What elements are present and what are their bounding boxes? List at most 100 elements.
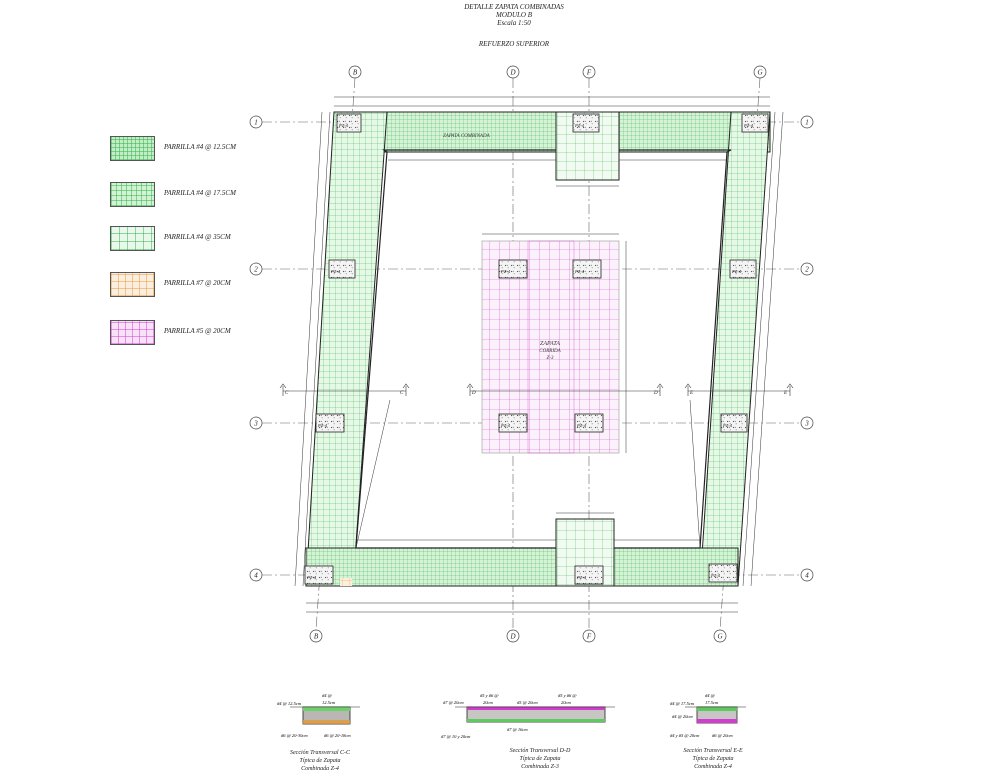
bottom-left-orange bbox=[340, 578, 352, 586]
section-dd-line2: Típica de Zapata bbox=[519, 756, 561, 762]
column-axis-g-bottom: G bbox=[713, 629, 727, 643]
right-band bbox=[699, 111, 771, 587]
footing-pad-tag: PZ-4 bbox=[317, 423, 328, 428]
legend-swatch-grid-35 bbox=[110, 226, 155, 251]
section-cut-label: E bbox=[689, 391, 693, 396]
axis-bubble-label: 1 bbox=[805, 119, 809, 127]
row-axis-4-left: 4 bbox=[249, 568, 263, 582]
footing-pad-tag: PZ-4 bbox=[576, 423, 587, 428]
section-cc-title: Sección Transversal C-C bbox=[290, 750, 350, 756]
axis-bubble-label: F bbox=[586, 69, 592, 77]
legend-label: PARRILLA #4 @ 35CM bbox=[164, 233, 231, 241]
column-axis-f-top: F bbox=[582, 65, 596, 79]
axis-bubble-label: 2 bbox=[254, 266, 258, 274]
central-footing-label-2: CORRIDA bbox=[539, 349, 561, 354]
footing-pad: PZ-4 bbox=[572, 113, 600, 133]
footing-pad: PZ-4 bbox=[729, 259, 757, 279]
bottom-band bbox=[305, 547, 739, 587]
legend-swatch-grid-5-20 bbox=[110, 320, 155, 345]
axis-bubble-label: B bbox=[353, 69, 358, 77]
row-axis-1-right: 1 bbox=[800, 115, 814, 129]
footing-pad-tag: PZ-4 bbox=[743, 123, 754, 128]
reinforcement-subtitle: REFUERZO SUPERIOR bbox=[478, 40, 550, 48]
central-footing-label-3: Z-3 bbox=[547, 356, 554, 361]
section-cc-line2: Típica de Zapata bbox=[299, 758, 341, 764]
row-axis-2-right: 2 bbox=[800, 262, 814, 276]
section-cc-line3: Combinada Z-4 bbox=[301, 766, 339, 772]
legend-swatch-grid-12-5 bbox=[110, 136, 155, 161]
central-footing-label-1: ZAPATA bbox=[540, 341, 560, 347]
axis-bubble-label: G bbox=[757, 69, 762, 77]
section-ee-title: Sección Transversal E-E bbox=[683, 748, 743, 754]
axis-bubble-label: 4 bbox=[805, 572, 809, 580]
row-axis-3-left: 3 bbox=[249, 416, 263, 430]
section-cut-label: C bbox=[400, 391, 404, 396]
column-axis-b-top: B bbox=[348, 65, 362, 79]
footing-pad-tag: PZ-4 bbox=[500, 423, 511, 428]
legend-label: PARRILLA #4 @ 12.5CM bbox=[164, 143, 236, 151]
row-axis-2-left: 2 bbox=[249, 262, 263, 276]
axis-bubble-label: 3 bbox=[804, 420, 809, 428]
footing-pad-tag: PZ-4 bbox=[500, 269, 511, 274]
footing-pad: PZ-4 bbox=[708, 563, 738, 583]
row-axis-3-right: 3 bbox=[800, 416, 814, 430]
section-cut-label: D bbox=[471, 391, 476, 396]
axis-bubble-label: 4 bbox=[254, 572, 258, 580]
section-cut-label: E bbox=[783, 391, 787, 396]
legend-label: PARRILLA #5 @ 20CM bbox=[164, 327, 231, 335]
footing-pad: PZ-4 bbox=[328, 259, 356, 279]
footing-pad-tag: PZ-4 bbox=[731, 269, 742, 274]
drawing-title: DETALLE ZAPATA COMBINADAS bbox=[464, 3, 564, 11]
column-axis-d-bottom: D bbox=[506, 629, 520, 643]
column-axis-f-bottom: F bbox=[582, 629, 596, 643]
axis-bubble-label: D bbox=[509, 69, 515, 77]
section-dd-title: Sección Transversal D-D bbox=[509, 748, 571, 754]
footing-pad: PZ-4 bbox=[574, 565, 604, 585]
column-axis-d-top: D bbox=[506, 65, 520, 79]
legend-item: PARRILLA #4 @ 12.5CM bbox=[110, 136, 410, 161]
axis-bubble-label: F bbox=[586, 633, 592, 641]
footing-pad: PZ-4 bbox=[572, 259, 602, 279]
legend-item: PARRILLA #5 @ 20CM bbox=[110, 320, 410, 345]
footing-pad: PZ-4 bbox=[741, 113, 769, 133]
axis-bubble-label: D bbox=[509, 633, 515, 641]
footing-pad-tag: PZ-4 bbox=[330, 269, 341, 274]
legend-label: PARRILLA #4 @ 17.5CM bbox=[164, 189, 236, 197]
footing-pad-tag: PZ-4 bbox=[574, 269, 585, 274]
legend-swatch-grid-17-5 bbox=[110, 182, 155, 207]
row-axis-4-right: 4 bbox=[800, 568, 814, 582]
legend-item: PARRILLA #4 @ 17.5CM bbox=[110, 182, 410, 207]
footing-pad-tag: PZ-4 bbox=[722, 423, 733, 428]
scale-label: Escala 1:50 bbox=[497, 19, 531, 27]
footing-pad: PZ-4 bbox=[336, 113, 362, 133]
footing-pad: PZ-4 bbox=[315, 413, 345, 433]
footing-pad-tag: PZ-4 bbox=[574, 123, 585, 128]
section-ee-line2: Típica de Zapata bbox=[692, 756, 734, 762]
footing-pad: PZ-4 bbox=[498, 259, 528, 279]
footing-pad: PZ-4 bbox=[304, 565, 334, 585]
legend-item: PARRILLA #7 @ 20CM bbox=[110, 272, 410, 297]
section-dd-line3: Combinada Z-3 bbox=[521, 764, 559, 770]
footing-pad-tag: PZ-4 bbox=[306, 575, 317, 580]
column-axis-g-top: G bbox=[753, 65, 767, 79]
axis-bubble-label: B bbox=[314, 633, 319, 641]
section-cut-label: C bbox=[285, 391, 289, 396]
legend-item: PARRILLA #4 @ 35CM bbox=[110, 226, 410, 251]
section-ee-line3: Combinada Z-4 bbox=[694, 764, 732, 770]
footing-pad: PZ-4 bbox=[574, 413, 604, 433]
axis-bubble-label: G bbox=[717, 633, 722, 641]
top-center-extension bbox=[555, 111, 620, 181]
footing-pad-tag: PZ-4 bbox=[576, 575, 587, 580]
module-label: MODULO B bbox=[496, 11, 532, 19]
legend-swatch-grid-7-20 bbox=[110, 272, 155, 297]
top-band bbox=[333, 111, 771, 153]
axis-bubble-label: 3 bbox=[253, 420, 258, 428]
axis-bubble-label: 2 bbox=[805, 266, 809, 274]
footing-pad-tag: PZ-4 bbox=[710, 573, 721, 578]
footing-pad: PZ-4 bbox=[720, 413, 748, 433]
row-axis-1-left: 1 bbox=[249, 115, 263, 129]
combined-footing-label: ZAPATA COMBINADA bbox=[443, 134, 491, 139]
section-cut-label: D bbox=[653, 391, 658, 396]
axis-bubble-label: 1 bbox=[254, 119, 258, 127]
